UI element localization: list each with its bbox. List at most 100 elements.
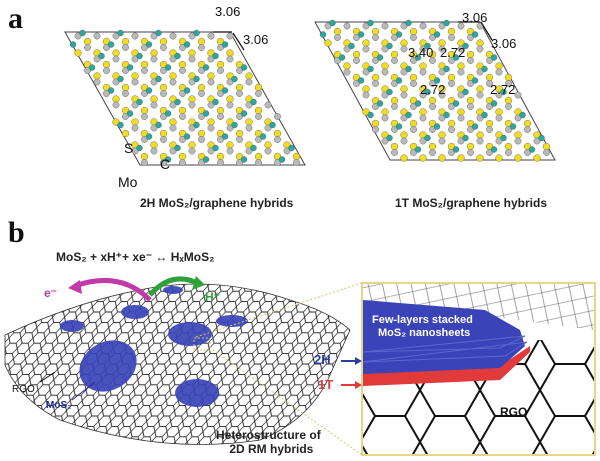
inset-2h-label: 2H [314,352,331,367]
carbon-atom [141,136,148,143]
rgo-pointer [39,371,56,383]
carbon-atom [236,136,243,143]
mo-atom [212,98,219,106]
carbon-atom [533,137,541,145]
carbon-atom [236,159,243,166]
zoom-box [193,337,211,351]
carbon-atom [400,45,408,53]
carbon-atom [74,32,82,40]
panel-letter-a: a [8,2,23,35]
mo-atom [424,134,431,142]
carbon-atom [486,80,493,87]
mos2-flake [216,315,248,327]
mo-atom [490,100,498,107]
hetero-caption: Heterostructure of 2D RM hybrids [216,428,321,456]
carbon-atom [84,67,91,74]
carbon-atom [362,91,370,99]
mo-atom [433,77,441,84]
carbon-atom [150,32,158,40]
carbon-atom [410,149,417,156]
carbon-atom [343,68,351,76]
carbon-atom [169,101,177,109]
carbon-atom [419,68,427,76]
carbon-atom [179,136,186,143]
arrow-1t-head [355,381,362,389]
carbon-atom [429,34,436,41]
mo-atom [481,65,488,73]
mo-atom [126,110,134,117]
carbon-atom [255,136,262,143]
inset-connector-top [195,282,363,338]
carbon-atom [226,101,234,109]
reaction-equation: MoS₂ + xH⁺+ xe⁻ ↔ HₓMoS₂ [56,250,215,264]
carbon-atom [226,124,234,132]
inset-1t-label: 1T [318,377,334,392]
carbon-atom [429,126,436,133]
dim-line-left-side [232,32,245,51]
carbon-atom [103,44,110,51]
carbon-atom [467,57,474,64]
mo-atom [240,110,248,117]
carbon-atom [169,32,177,40]
right-dim-272-b: 2.72 [420,82,446,97]
hetero-caption-line2: 2D RM hybrids [229,442,314,456]
carbon-atom [438,91,446,99]
carbon-atom [160,67,167,74]
carbon-atom [141,90,148,97]
mo-atom [212,52,219,60]
carbon-atom [457,91,465,99]
carbon-atom [410,57,417,64]
carbon-atom [448,57,455,64]
carbon-atom [448,34,455,41]
carbon-atom [400,137,408,145]
carbon-atom [419,91,427,99]
carbon-atom [198,113,205,120]
mo-atom [202,156,210,163]
carbon-atom [179,113,186,120]
carbon-atom [188,55,196,63]
carbon-atom [160,113,167,120]
mo-atom [164,156,172,163]
carbon-atom [179,90,186,97]
carbon-atom [207,147,215,155]
carbon-atom [353,80,360,87]
carbon-atom [543,149,550,156]
mo-atom [79,29,86,37]
carbon-atom [334,34,341,41]
carbon-atom [457,137,465,145]
carbon-atom [505,80,512,87]
mo-atom [462,88,469,96]
mo-atom [155,29,162,37]
carbon-atom [467,34,474,41]
mo-atom [481,111,488,119]
carbon-atom [207,78,215,86]
carbon-atom [391,126,398,133]
carbon-atom [150,147,158,155]
mo-atom [395,77,403,84]
carbon-atom [217,113,224,120]
mo-atom [69,41,77,48]
mo-atom [462,134,469,142]
carbon-atom [131,147,139,155]
carbon-atom [207,32,215,40]
dim-line-right-side [480,21,493,41]
carbon-atom [476,91,484,99]
mo-atom [319,31,327,38]
carbon-atom [122,113,129,120]
carbon-atom [514,137,522,145]
carbon-atom [381,45,389,53]
carbon-atom [381,137,389,145]
mo-atom [221,133,229,140]
mo-atom [240,156,248,163]
carbon-atom [264,101,272,109]
carbon-atom [131,32,139,40]
mo-atom [145,133,153,140]
carbon-atom [467,149,474,156]
carbon-atom [112,78,120,86]
carbon-atom [226,147,234,155]
carbon-atom [486,126,493,133]
carbon-atom [236,113,243,120]
carbon-atom [150,55,158,63]
mo-atom [338,54,346,61]
carbon-atom [112,32,120,40]
